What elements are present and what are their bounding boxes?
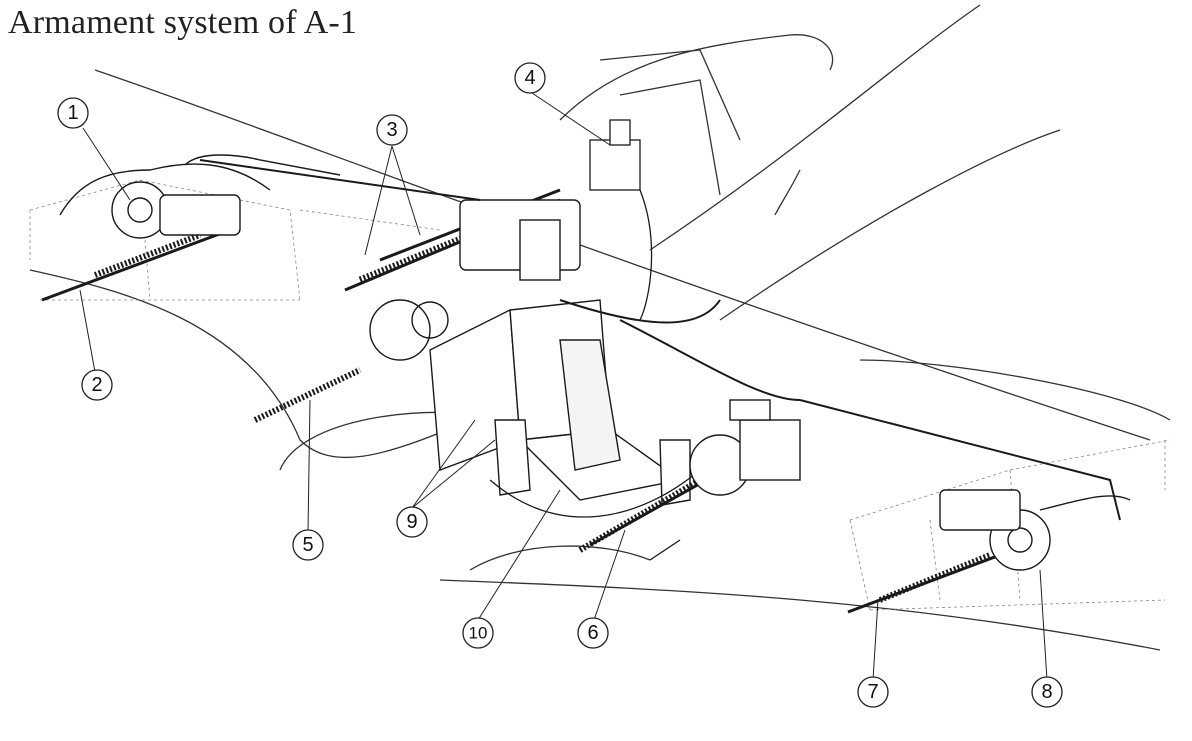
leader-lines	[79, 92, 1048, 681]
callout-2: 2	[81, 369, 113, 401]
feed-belts	[253, 367, 702, 561]
callout-6-label: 6	[587, 622, 598, 644]
callout-3: 3	[376, 114, 408, 146]
callout-2-label: 2	[91, 374, 102, 396]
callout-8-label: 8	[1041, 681, 1052, 703]
cockpit-equipment	[589, 119, 653, 321]
fuselage-guns	[344, 188, 581, 361]
callout-7-label: 7	[867, 681, 878, 703]
callout-3-label: 3	[386, 119, 397, 141]
left-wing-gun	[41, 154, 341, 302]
callout-4: 4	[514, 62, 546, 94]
cable-run	[199, 159, 1121, 521]
callout-4-label: 4	[524, 67, 535, 89]
callout-9: 9	[396, 506, 428, 538]
right-wing-gun	[847, 489, 1131, 614]
callout-8: 8	[1031, 676, 1063, 708]
callout-5-label: 5	[302, 534, 313, 556]
callout-6: 6	[577, 617, 609, 649]
callout-10-label: 10	[469, 624, 488, 643]
callout-5: 5	[292, 529, 324, 561]
callout-1: 1	[57, 97, 89, 129]
callout-10: 10	[462, 617, 494, 649]
airframe-outline	[29, 4, 1171, 651]
right-inner-gun	[589, 399, 801, 547]
callout-9-label: 9	[406, 511, 417, 533]
ammo-boxes	[429, 299, 691, 506]
callout-7: 7	[857, 676, 889, 708]
callout-1-label: 1	[67, 102, 78, 124]
diagram-title: Armament system of A-1	[8, 4, 358, 41]
